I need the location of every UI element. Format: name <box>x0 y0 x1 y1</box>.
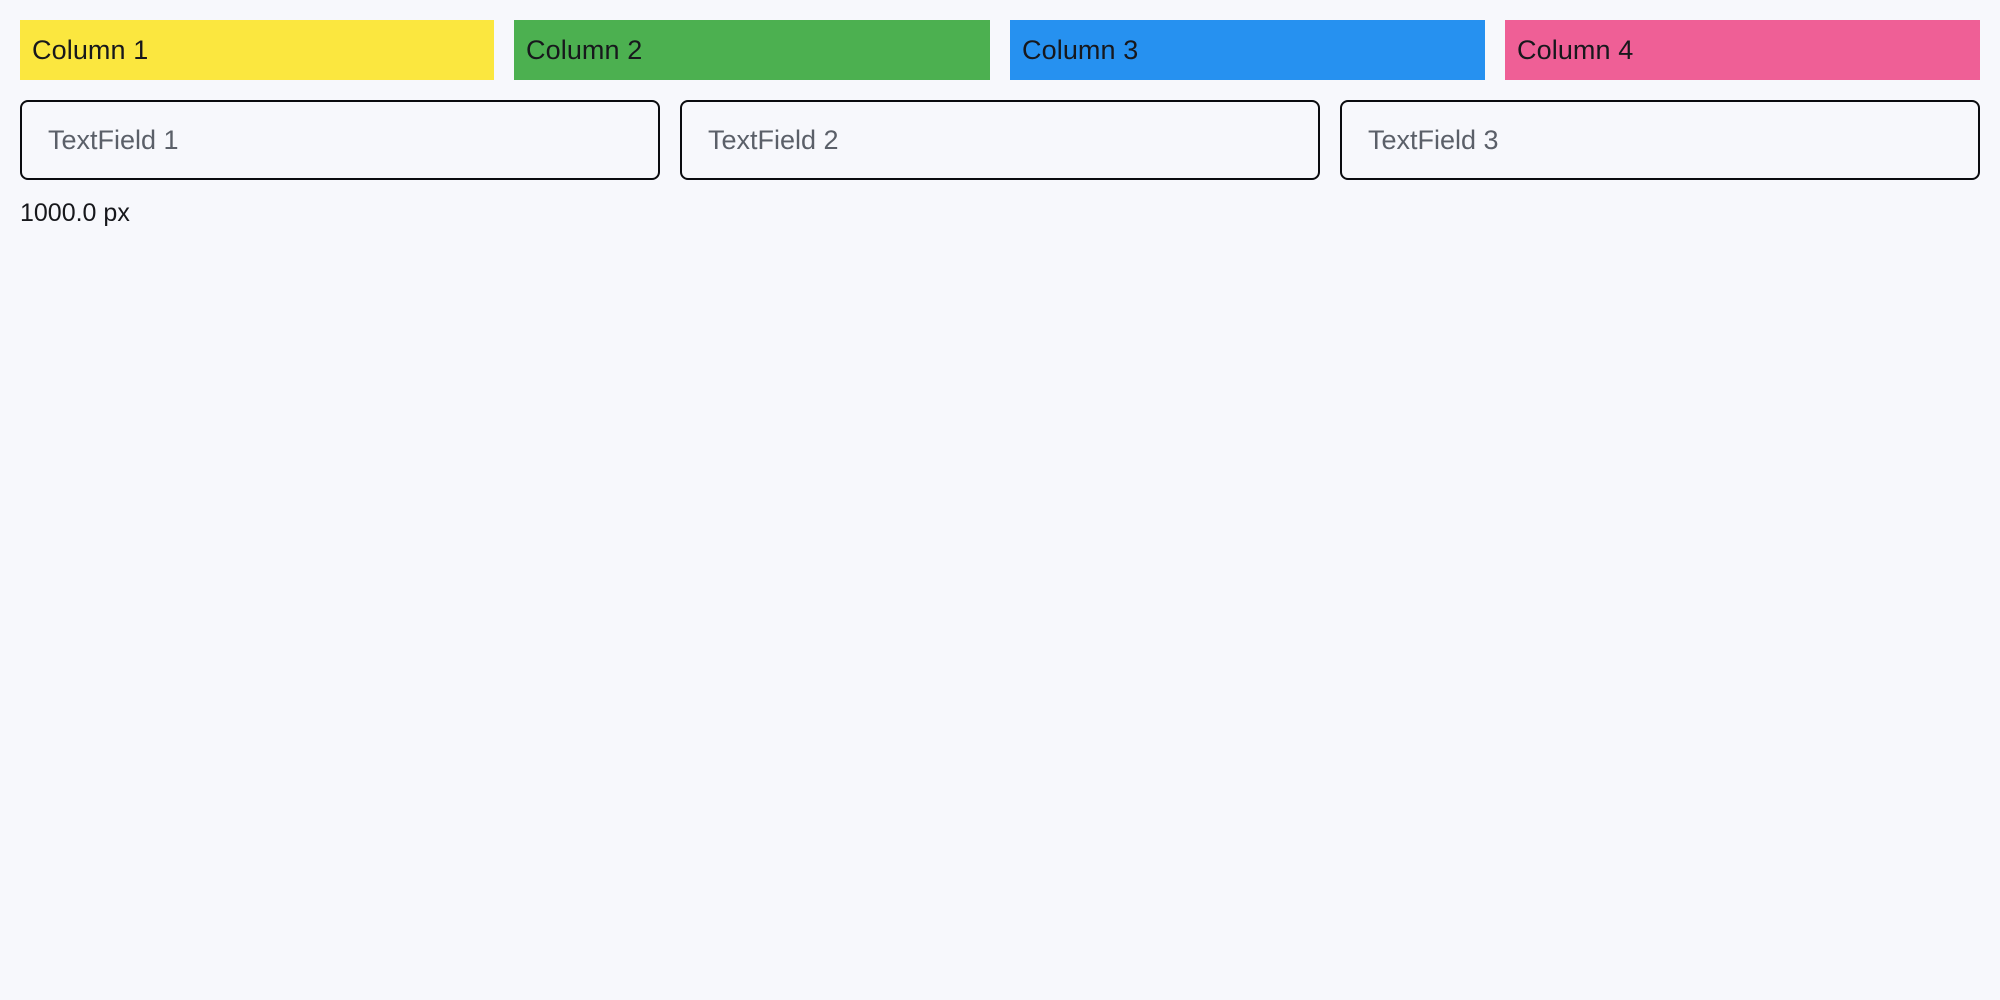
column-block-4[interactable]: Column 4 <box>1505 20 1980 80</box>
textfield-3[interactable] <box>1340 100 1980 180</box>
empty-content-area <box>20 228 1980 980</box>
columns-row: Column 1 Column 2 Column 3 Column 4 <box>20 20 1980 80</box>
status-row: 1000.0 px <box>20 198 1980 228</box>
textfields-row <box>20 100 1980 180</box>
textfield-1[interactable] <box>20 100 660 180</box>
column-block-2[interactable]: Column 2 <box>514 20 990 80</box>
textfield-2[interactable] <box>680 100 1320 180</box>
measurement-readout: 1000.0 px <box>20 199 130 227</box>
column-block-1[interactable]: Column 1 <box>20 20 494 80</box>
column-block-3[interactable]: Column 3 <box>1010 20 1485 80</box>
